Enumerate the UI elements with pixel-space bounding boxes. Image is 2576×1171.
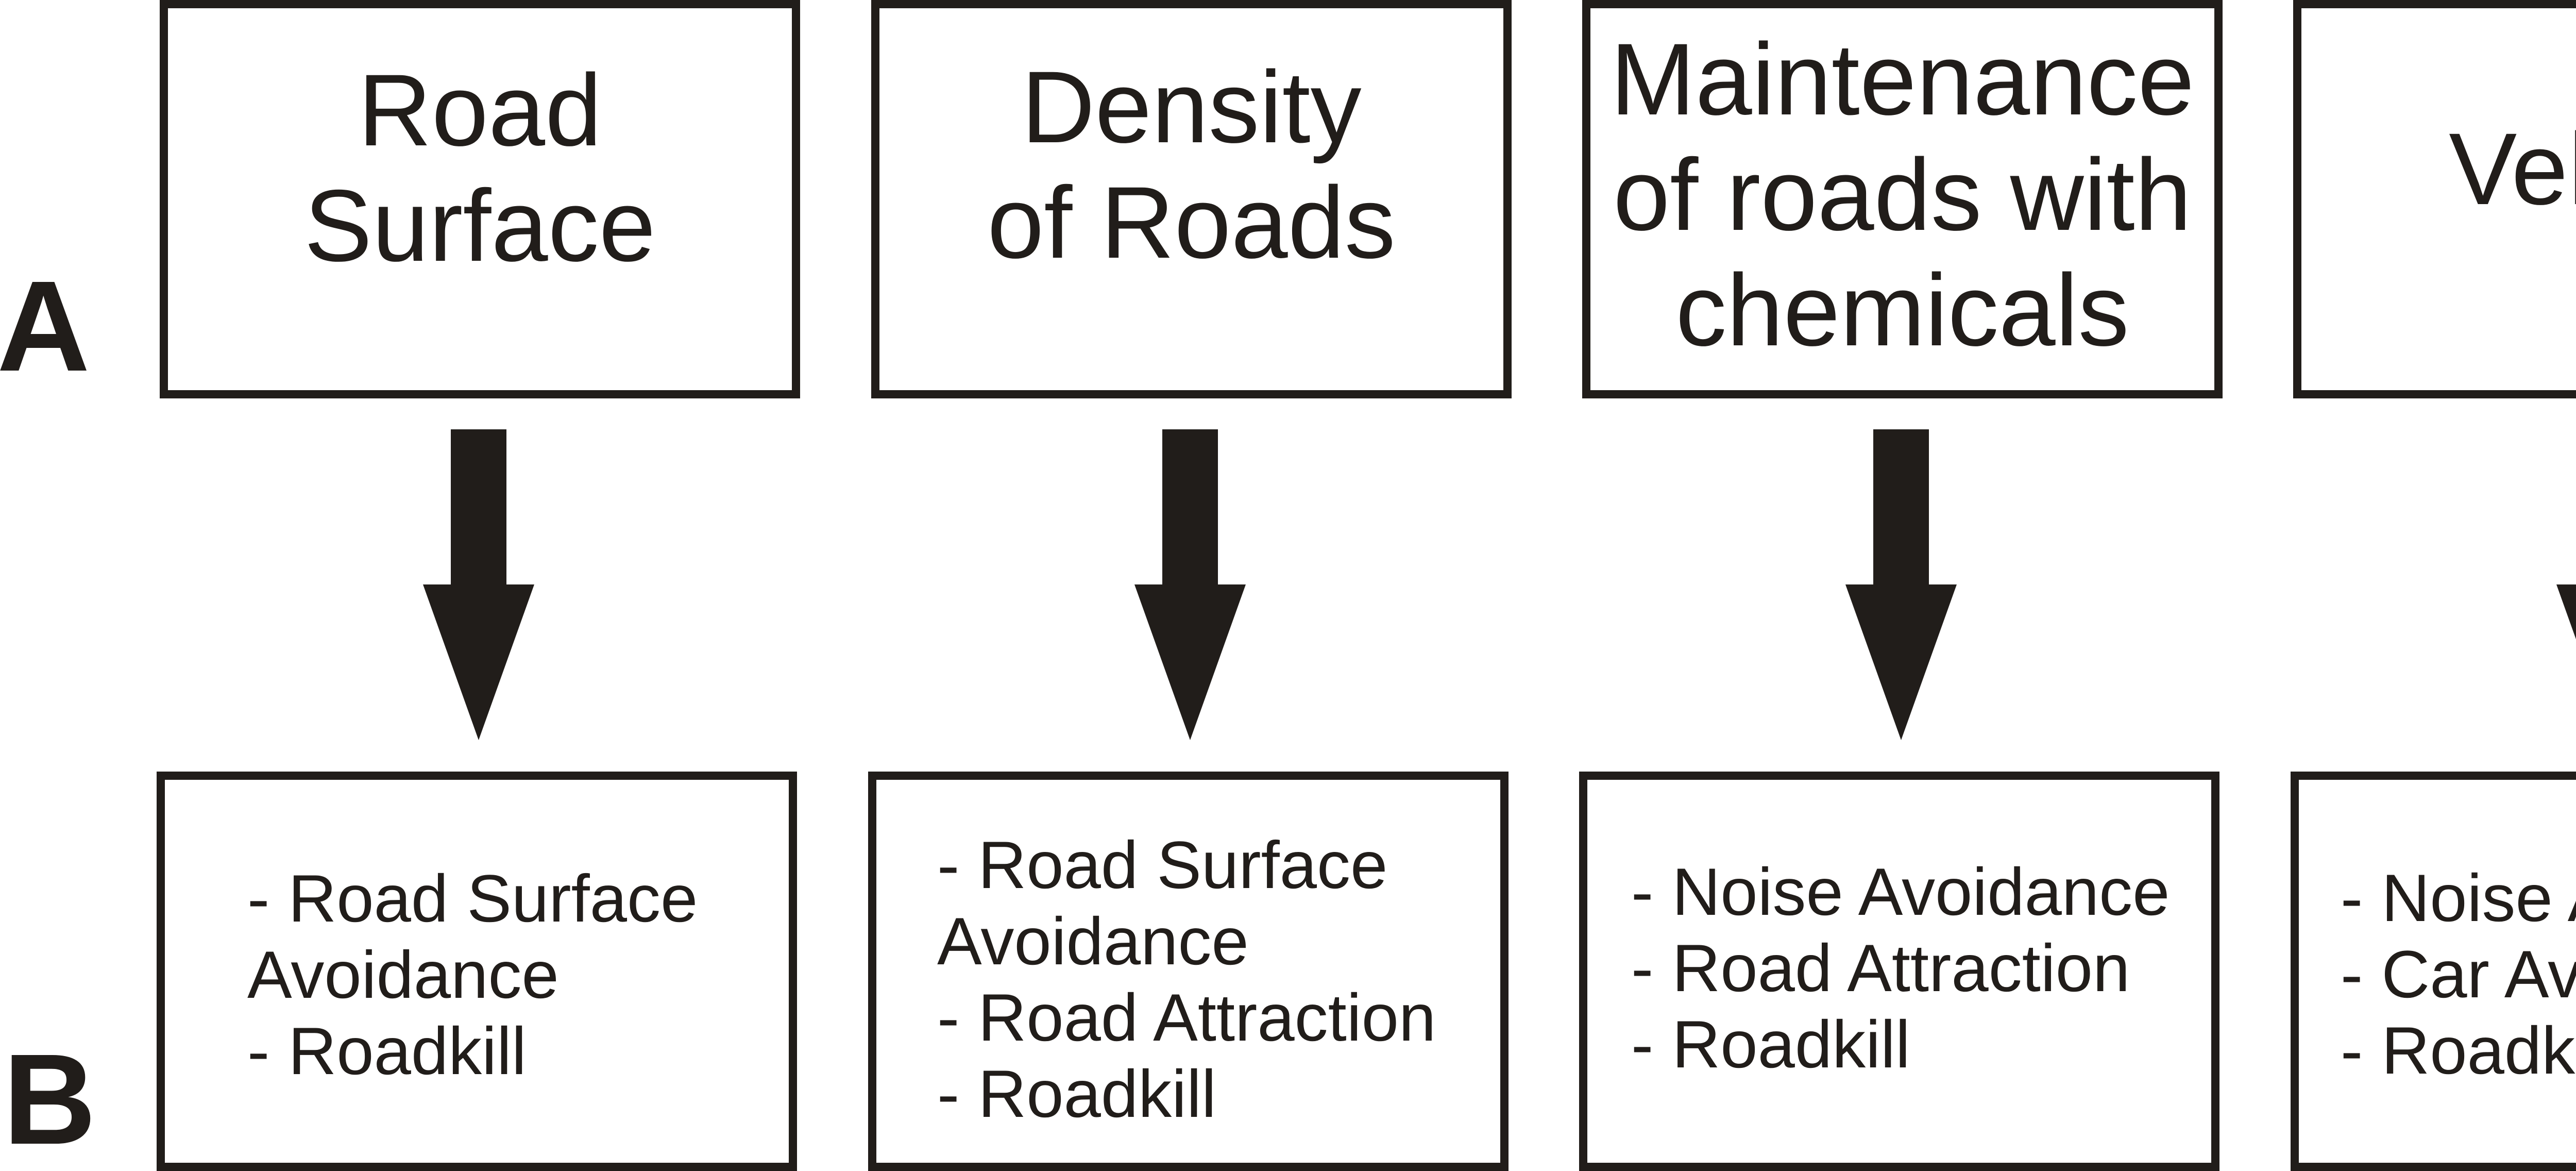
- effect-item: Avoidance: [937, 904, 1249, 979]
- cause-title: Maintenance of roads with chemicals: [1590, 22, 2214, 368]
- effect-item: Avoidance: [247, 937, 559, 1012]
- effect-item: - Noise Avoidance: [1631, 854, 2170, 929]
- cause-title-line: of Roads: [987, 165, 1396, 279]
- effect-item: - Road Attraction: [1631, 930, 2130, 1006]
- cause-title-line: Vehicle: [2449, 112, 2576, 226]
- cause-title-line: Maintenance: [1610, 22, 2195, 136]
- cause-box-vehicle: Vehicle: [2293, 0, 2576, 398]
- effects-list: - Noise Avoidance - Road Attraction - Ro…: [1631, 854, 2170, 1082]
- down-arrow-icon: [1845, 429, 1957, 740]
- cause-box-road-surface: Road Surface: [160, 0, 800, 398]
- cause-title-line: chemicals: [1675, 253, 2129, 367]
- effect-item: - Road Surface: [247, 861, 698, 936]
- effects-list: - Road Surface Avoidance - Road Attracti…: [937, 827, 1436, 1132]
- cause-box-density-of-roads: Density of Roads: [871, 0, 1512, 398]
- down-arrow-icon: [1134, 429, 1246, 740]
- effect-item: - Road Attraction: [937, 980, 1436, 1055]
- effect-item: - Road Surface: [937, 827, 1388, 902]
- cause-title-line: Surface: [304, 169, 656, 282]
- effect-item: - Roadkill: [247, 1013, 527, 1089]
- down-arrow-icon: [2556, 429, 2576, 740]
- cause-title-line: of roads with: [1613, 138, 2192, 252]
- row-label-a: A: [0, 254, 90, 398]
- effect-item: - Car Avoidance: [2341, 936, 2576, 1012]
- effects-list: - Noise Avoidance - Car Avoidance - Road…: [2341, 860, 2576, 1089]
- effect-item: - Roadkill: [1631, 1007, 1910, 1082]
- effects-box-density-of-roads: - Road Surface Avoidance - Road Attracti…: [868, 772, 1509, 1171]
- effects-box-road-surface: - Road Surface Avoidance - Roadkill: [157, 772, 797, 1171]
- effect-item: - Roadkill: [937, 1056, 1216, 1131]
- row-label-b: B: [3, 1027, 96, 1171]
- cause-title: Density of Roads: [879, 49, 1503, 280]
- effect-item: - Noise Avoidance: [2341, 860, 2576, 935]
- cause-box-maintenance-chemicals: Maintenance of roads with chemicals: [1582, 0, 2223, 398]
- effect-item: - Roadkill: [2341, 1013, 2576, 1088]
- cause-title: Vehicle: [2301, 111, 2576, 227]
- effects-box-vehicle: - Noise Avoidance - Car Avoidance - Road…: [2291, 772, 2576, 1171]
- cause-title-line: Density: [1021, 50, 1362, 164]
- cause-title: Road Surface: [168, 53, 792, 283]
- effects-box-maintenance-chemicals: - Noise Avoidance - Road Attraction - Ro…: [1579, 772, 2219, 1171]
- cause-title-line: Road: [358, 53, 602, 167]
- down-arrow-icon: [423, 429, 534, 740]
- effects-list: - Road Surface Avoidance - Roadkill: [247, 860, 698, 1089]
